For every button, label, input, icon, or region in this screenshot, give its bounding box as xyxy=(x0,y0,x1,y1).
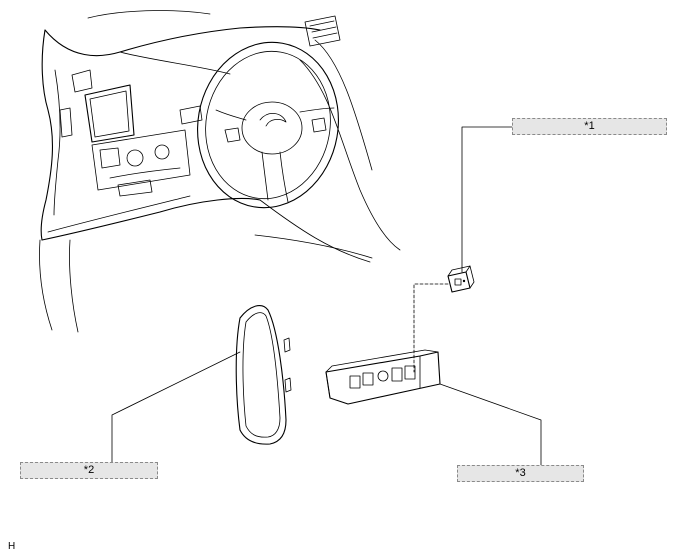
center-controls xyxy=(91,129,191,197)
figure-code: H xyxy=(8,541,16,552)
panel-part-2 xyxy=(235,305,292,445)
callout-2: *2 xyxy=(20,462,158,479)
air-vents xyxy=(59,15,341,138)
instrument-panel xyxy=(39,10,401,333)
leader-lines xyxy=(111,126,542,466)
center-display xyxy=(71,69,135,143)
steering-wheel xyxy=(197,41,339,209)
callout-3: *3 xyxy=(457,465,584,482)
callout-1: *1 xyxy=(512,118,667,135)
switch-base-part-3 xyxy=(325,349,441,405)
switch-part-1 xyxy=(447,265,475,293)
